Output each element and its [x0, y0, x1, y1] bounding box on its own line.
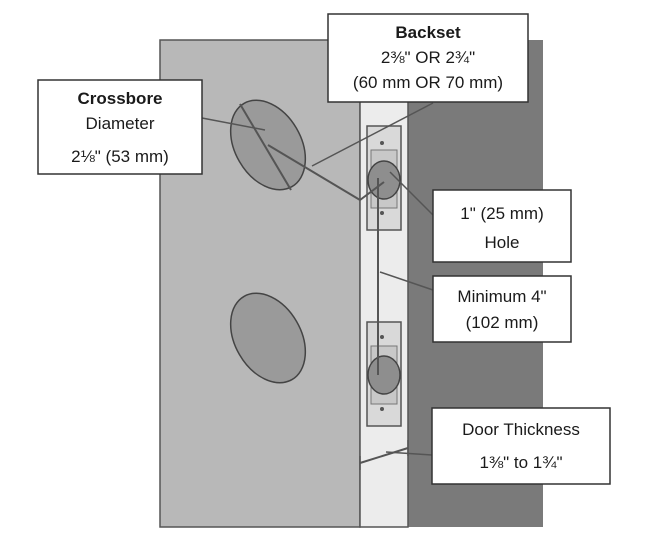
- backset-line1: 2⅜" OR 2¾": [381, 48, 475, 67]
- backset-measure-line: [267, 144, 361, 201]
- leader-crossbore: [201, 117, 266, 131]
- minimum-line1: Minimum 4": [457, 287, 546, 306]
- thickness-callout: Door Thickness 1⅜" to 1¾": [431, 407, 611, 485]
- crossbore-lower: [229, 292, 307, 384]
- leader-minimum: [379, 271, 434, 291]
- backset-measure-line-b: [359, 181, 385, 201]
- edge-hole-lower: [367, 355, 401, 395]
- hole-line2: Hole: [485, 233, 520, 252]
- hole-line1: 1" (25 mm): [460, 204, 544, 223]
- minimum-line2: (102 mm): [466, 313, 539, 332]
- screw-hole-icon: [380, 141, 384, 145]
- screw-hole-icon: [380, 335, 384, 339]
- leader-backset: [311, 102, 434, 167]
- leader-thickness: [385, 451, 433, 456]
- crossbore-line2: 2⅛" (53 mm): [71, 147, 169, 166]
- minimum-callout: Minimum 4" (102 mm): [432, 275, 572, 343]
- edge-hole-upper: [367, 160, 401, 200]
- backset-callout: Backset 2⅜" OR 2¾" (60 mm OR 70 mm): [327, 13, 529, 103]
- hole-callout: 1" (25 mm) Hole: [432, 189, 572, 263]
- crossbore-line1: Diameter: [86, 114, 155, 133]
- backset-line2: (60 mm OR 70 mm): [353, 73, 503, 92]
- thickness-line: [359, 447, 409, 464]
- backset-title: Backset: [395, 23, 461, 42]
- crossbore-callout: Crossbore Diameter 2⅛" (53 mm): [37, 79, 203, 175]
- crossbore-diameter-line: [239, 103, 292, 191]
- thickness-line2: 1⅜" to 1¾": [480, 453, 563, 472]
- screw-hole-icon: [380, 407, 384, 411]
- crossbore-title: Crossbore: [77, 89, 162, 108]
- thickness-line1: Door Thickness: [462, 420, 580, 439]
- leader-hole: [389, 171, 434, 216]
- screw-hole-icon: [380, 211, 384, 215]
